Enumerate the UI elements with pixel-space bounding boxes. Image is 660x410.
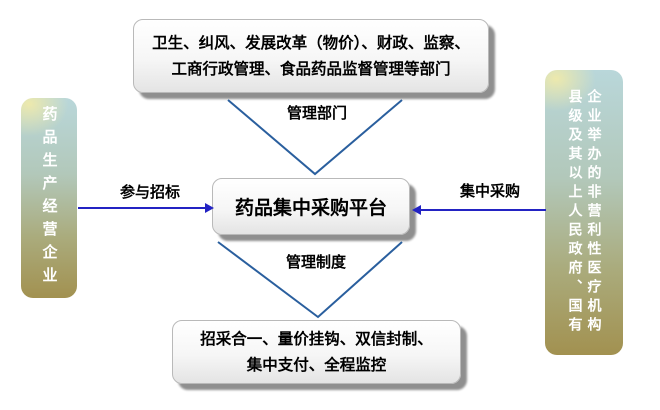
top-funnel-label: 管理部门 — [286, 104, 347, 122]
rules-line1: 招采合一、量价挂钩、双信封制、 — [200, 330, 433, 348]
left-arrow-label: 参与招标 — [119, 183, 180, 201]
right-arrow-label: 集中采购 — [459, 182, 520, 200]
institutions-column-right: 企业举办的非营利性医疗机构 — [585, 89, 602, 336]
left-arrow — [78, 203, 214, 213]
institutions-column-left: 县级及其以上人民政府、国有 — [566, 89, 583, 336]
bottom-funnel-shape — [217, 241, 403, 319]
rules-box: 招采合一、量价挂钩、双信封制、 集中支付、全程监控 — [172, 320, 461, 384]
bottom-funnel-label: 管理制度 — [285, 253, 346, 271]
top-funnel-shape — [227, 99, 403, 176]
enterprises-box: 药品生产经营企业 — [21, 98, 77, 298]
enterprises-label: 药品生产经营企业 — [40, 106, 59, 290]
right-arrow — [412, 205, 546, 215]
regulators-line1: 卫生、纠风、发展改革（物价）、财政、监察、 — [152, 34, 470, 52]
institutions-box: 县级及其以上人民政府、国有 企业举办的非营利性医疗机构 — [545, 70, 623, 355]
regulators-box: 卫生、纠风、发展改革（物价）、财政、监察、 工商行政管理、食品药品监督管理等部门 — [133, 19, 489, 93]
platform-box: 药品集中采购平台 — [212, 178, 410, 235]
platform-label: 药品集中采购平台 — [234, 197, 387, 219]
regulators-line2: 工商行政管理、食品药品监督管理等部门 — [171, 60, 451, 78]
rules-line2: 集中支付、全程监控 — [246, 356, 387, 374]
